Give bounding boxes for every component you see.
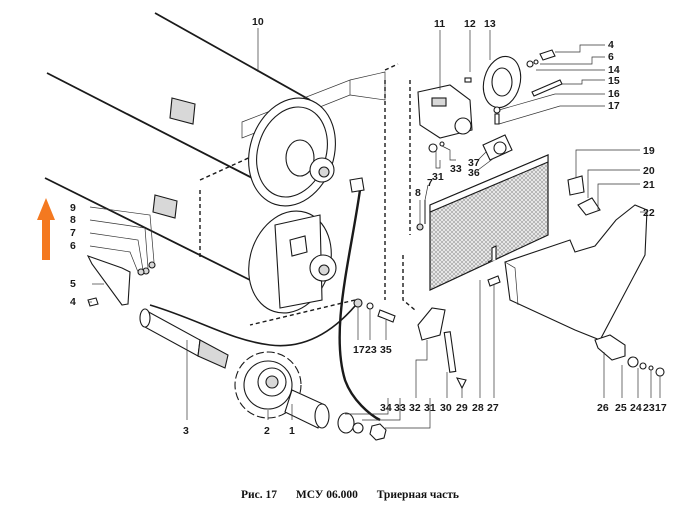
bracket-20 xyxy=(577,197,601,216)
callout-17-mid: 17 xyxy=(353,344,365,356)
caption-title: Триерная часть xyxy=(376,489,459,501)
upper-end-wheel xyxy=(248,97,336,207)
callout-1: 1 xyxy=(289,425,295,437)
lower-end-wheel xyxy=(248,210,337,314)
callout-23-mid: 23 xyxy=(365,344,377,356)
callout-26: 26 xyxy=(597,402,609,414)
callout-17-right: 17 xyxy=(655,402,667,414)
callout-16: 16 xyxy=(608,88,620,100)
direction-arrow-icon xyxy=(37,198,55,260)
inspection-window-upper xyxy=(169,97,196,125)
callout-37: 37 xyxy=(468,157,480,169)
pulley-13 xyxy=(482,55,522,109)
callout-7-right: 7 xyxy=(427,177,433,189)
bushing-1 xyxy=(284,389,387,441)
inspection-window-lower xyxy=(152,194,178,219)
callout-6-left: 6 xyxy=(70,240,76,252)
callout-36: 36 xyxy=(468,167,480,179)
callout-25: 25 xyxy=(615,402,627,414)
gauge-30 xyxy=(443,331,457,373)
callout-33-bottom: 33 xyxy=(394,402,406,414)
callout-33-top: 33 xyxy=(450,163,462,175)
cap-32 xyxy=(417,307,446,341)
callout-31-top: 31 xyxy=(432,171,444,183)
callout-8-left: 8 xyxy=(70,214,76,226)
callout-17-top: 17 xyxy=(608,100,620,112)
callout-6-top: 6 xyxy=(608,51,614,63)
callout-23-right: 23 xyxy=(643,402,655,414)
callout-27: 27 xyxy=(487,402,499,414)
callout-9: 9 xyxy=(70,202,76,214)
callout-2: 2 xyxy=(264,425,270,437)
callout-35: 35 xyxy=(380,344,392,356)
callout-4-top: 4 xyxy=(608,39,614,51)
trier-cylinder xyxy=(44,12,399,300)
callout-30: 30 xyxy=(440,402,452,414)
shaft-3 xyxy=(139,308,229,369)
tensioner-37 xyxy=(482,134,513,161)
callout-28: 28 xyxy=(472,402,484,414)
bracket-19 xyxy=(567,175,585,196)
callout-4-left: 4 xyxy=(70,296,76,308)
callout-24: 24 xyxy=(630,402,642,414)
callout-29: 29 xyxy=(456,402,468,414)
sprocket-2 xyxy=(234,351,302,419)
mesh-screen-panel xyxy=(429,154,549,291)
callout-34: 34 xyxy=(380,402,392,414)
callout-20: 20 xyxy=(643,165,655,177)
callout-15: 15 xyxy=(608,75,620,87)
cover-22 xyxy=(504,204,648,341)
leader-lines xyxy=(88,28,661,429)
callout-12: 12 xyxy=(464,18,476,30)
callout-31-bottom: 31 xyxy=(424,402,436,414)
caption-code: МСУ 06.000 xyxy=(295,489,358,501)
gearbox-11 xyxy=(417,84,473,139)
callout-22: 22 xyxy=(643,207,655,219)
bracket-5 xyxy=(86,255,156,307)
callout-labels: 10 11 12 13 4 6 14 15 16 17 19 20 21 22 … xyxy=(70,16,667,437)
callout-11: 11 xyxy=(434,18,445,30)
callout-14: 14 xyxy=(608,64,620,76)
callout-19: 19 xyxy=(643,145,655,157)
pin-12 xyxy=(464,77,472,83)
bracket-26 xyxy=(594,334,626,361)
callout-13: 13 xyxy=(484,18,496,30)
callout-21: 21 xyxy=(643,179,655,191)
callout-3: 3 xyxy=(183,425,189,437)
figure-caption: Рис. 17 МСУ 06.000 Триерная часть xyxy=(0,489,700,501)
callout-32: 32 xyxy=(409,402,421,414)
callout-10: 10 xyxy=(252,16,264,28)
callout-7-left: 7 xyxy=(70,227,76,239)
callout-8-right: 8 xyxy=(415,187,421,199)
callout-5: 5 xyxy=(70,278,76,290)
caption-figure-number: Рис. 17 xyxy=(240,489,277,501)
